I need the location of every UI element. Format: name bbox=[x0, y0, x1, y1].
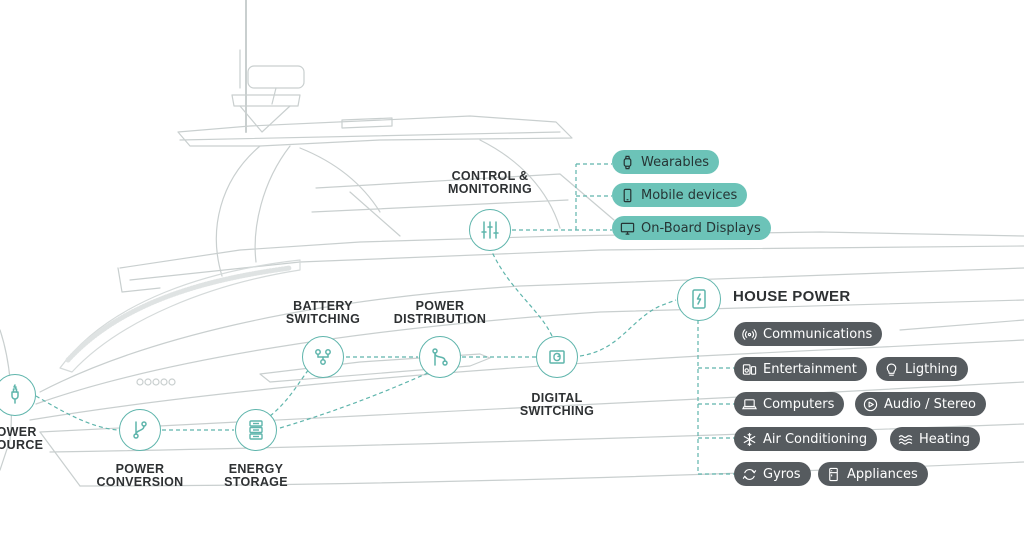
mobile-devices-pill[interactable]: Mobile devices bbox=[612, 183, 748, 207]
communications-label: Communications bbox=[763, 326, 873, 342]
fridge-icon bbox=[829, 467, 838, 481]
power-distribution-label: POWER DISTRIBUTION bbox=[385, 300, 495, 326]
monitor-icon bbox=[620, 222, 635, 235]
digital-switching-label-line2: SWITCHING bbox=[519, 404, 595, 418]
appliances-pill[interactable]: Appliances bbox=[818, 462, 928, 486]
audio-stereo-label: Audio / Stereo bbox=[884, 396, 976, 412]
computers-pill[interactable]: Computers bbox=[734, 392, 845, 416]
branch-icon bbox=[133, 421, 147, 439]
on-board-displays-pill[interactable]: On-Board Displays bbox=[612, 216, 771, 240]
speaker-icon bbox=[742, 363, 757, 375]
heating-pill[interactable]: Heating bbox=[890, 427, 980, 451]
watch-icon bbox=[623, 155, 632, 169]
energy-storage-label: ENERGY STORAGE bbox=[206, 463, 306, 489]
heat-waves-icon bbox=[898, 434, 913, 445]
wearables-label: Wearables bbox=[641, 154, 710, 170]
audio-stereo-pill[interactable]: Audio / Stereo bbox=[855, 392, 986, 416]
power-source-label: POWER SOURCE bbox=[0, 426, 58, 452]
house-power-title: HOUSE POWER bbox=[733, 288, 851, 305]
gyros-label: Gyros bbox=[763, 466, 801, 482]
wearables-pill[interactable]: Wearables bbox=[612, 150, 720, 174]
battery-stack-icon bbox=[249, 420, 263, 440]
control-monitoring-label: CONTROL & MONITORING bbox=[434, 170, 546, 196]
power-source-label-line1: POWER bbox=[0, 425, 37, 439]
smartphone-icon bbox=[623, 188, 632, 202]
lighting-pill[interactable]: Ligthing bbox=[876, 357, 968, 381]
house-power-node[interactable] bbox=[677, 277, 721, 321]
computers-label: Computers bbox=[763, 396, 835, 412]
battery-switching-label: BATTERY SWITCHING bbox=[273, 300, 373, 326]
sliders-icon bbox=[481, 221, 499, 239]
mobile-devices-label: Mobile devices bbox=[641, 187, 738, 203]
lighting-label: Ligthing bbox=[905, 361, 958, 377]
on-board-displays-label: On-Board Displays bbox=[641, 220, 761, 236]
control-monitoring-label-line2: MONITORING bbox=[447, 182, 533, 196]
battery-switching-label-line1: BATTERY bbox=[293, 299, 353, 313]
air-conditioning-pill[interactable]: Air Conditioning bbox=[734, 427, 878, 451]
battery-switching-node[interactable] bbox=[302, 336, 344, 378]
gyro-icon bbox=[742, 468, 757, 480]
power-conversion-node[interactable] bbox=[119, 409, 161, 451]
digital-switching-node[interactable] bbox=[536, 336, 578, 378]
gyros-pill[interactable]: Gyros bbox=[734, 462, 811, 486]
entertainment-pill[interactable]: Entertainment bbox=[734, 357, 867, 381]
power-source-label-line2: SOURCE bbox=[0, 438, 44, 452]
power-distribution-label-line2: DISTRIBUTION bbox=[393, 312, 487, 326]
merge-icon bbox=[432, 348, 448, 366]
communications-pill[interactable]: Communications bbox=[734, 322, 883, 346]
air-conditioning-label: Air Conditioning bbox=[763, 431, 868, 447]
energy-storage-label-line2: STORAGE bbox=[224, 475, 288, 489]
power-conversion-label-line2: CONVERSION bbox=[96, 475, 184, 489]
control-monitoring-label-line1: CONTROL & bbox=[451, 169, 529, 183]
control-monitoring-node[interactable] bbox=[469, 209, 511, 251]
power-distribution-node[interactable] bbox=[419, 336, 461, 378]
digital-switching-label-line1: DIGITAL bbox=[531, 391, 583, 405]
snowflake-icon bbox=[743, 432, 756, 446]
power-distribution-label-line1: POWER bbox=[415, 299, 465, 313]
broadcast-icon bbox=[742, 328, 757, 340]
power-source-node[interactable] bbox=[0, 374, 36, 416]
appliances-label: Appliances bbox=[847, 466, 918, 482]
power-conversion-label: POWER CONVERSION bbox=[90, 463, 190, 489]
tablet-power-icon bbox=[692, 289, 706, 309]
network-icon bbox=[315, 349, 331, 365]
refresh-switch-icon bbox=[549, 350, 565, 364]
power-conversion-label-line1: POWER bbox=[115, 462, 165, 476]
battery-switching-label-line2: SWITCHING bbox=[285, 312, 361, 326]
play-icon bbox=[863, 397, 878, 411]
energy-storage-node[interactable] bbox=[235, 409, 277, 451]
plug-icon bbox=[11, 384, 19, 404]
energy-storage-label-line1: ENERGY bbox=[228, 462, 284, 476]
heating-label: Heating bbox=[919, 431, 970, 447]
entertainment-label: Entertainment bbox=[763, 361, 857, 377]
laptop-icon bbox=[742, 398, 757, 409]
digital-switching-label: DIGITAL SWITCHING bbox=[507, 392, 607, 418]
bulb-icon bbox=[886, 362, 897, 376]
